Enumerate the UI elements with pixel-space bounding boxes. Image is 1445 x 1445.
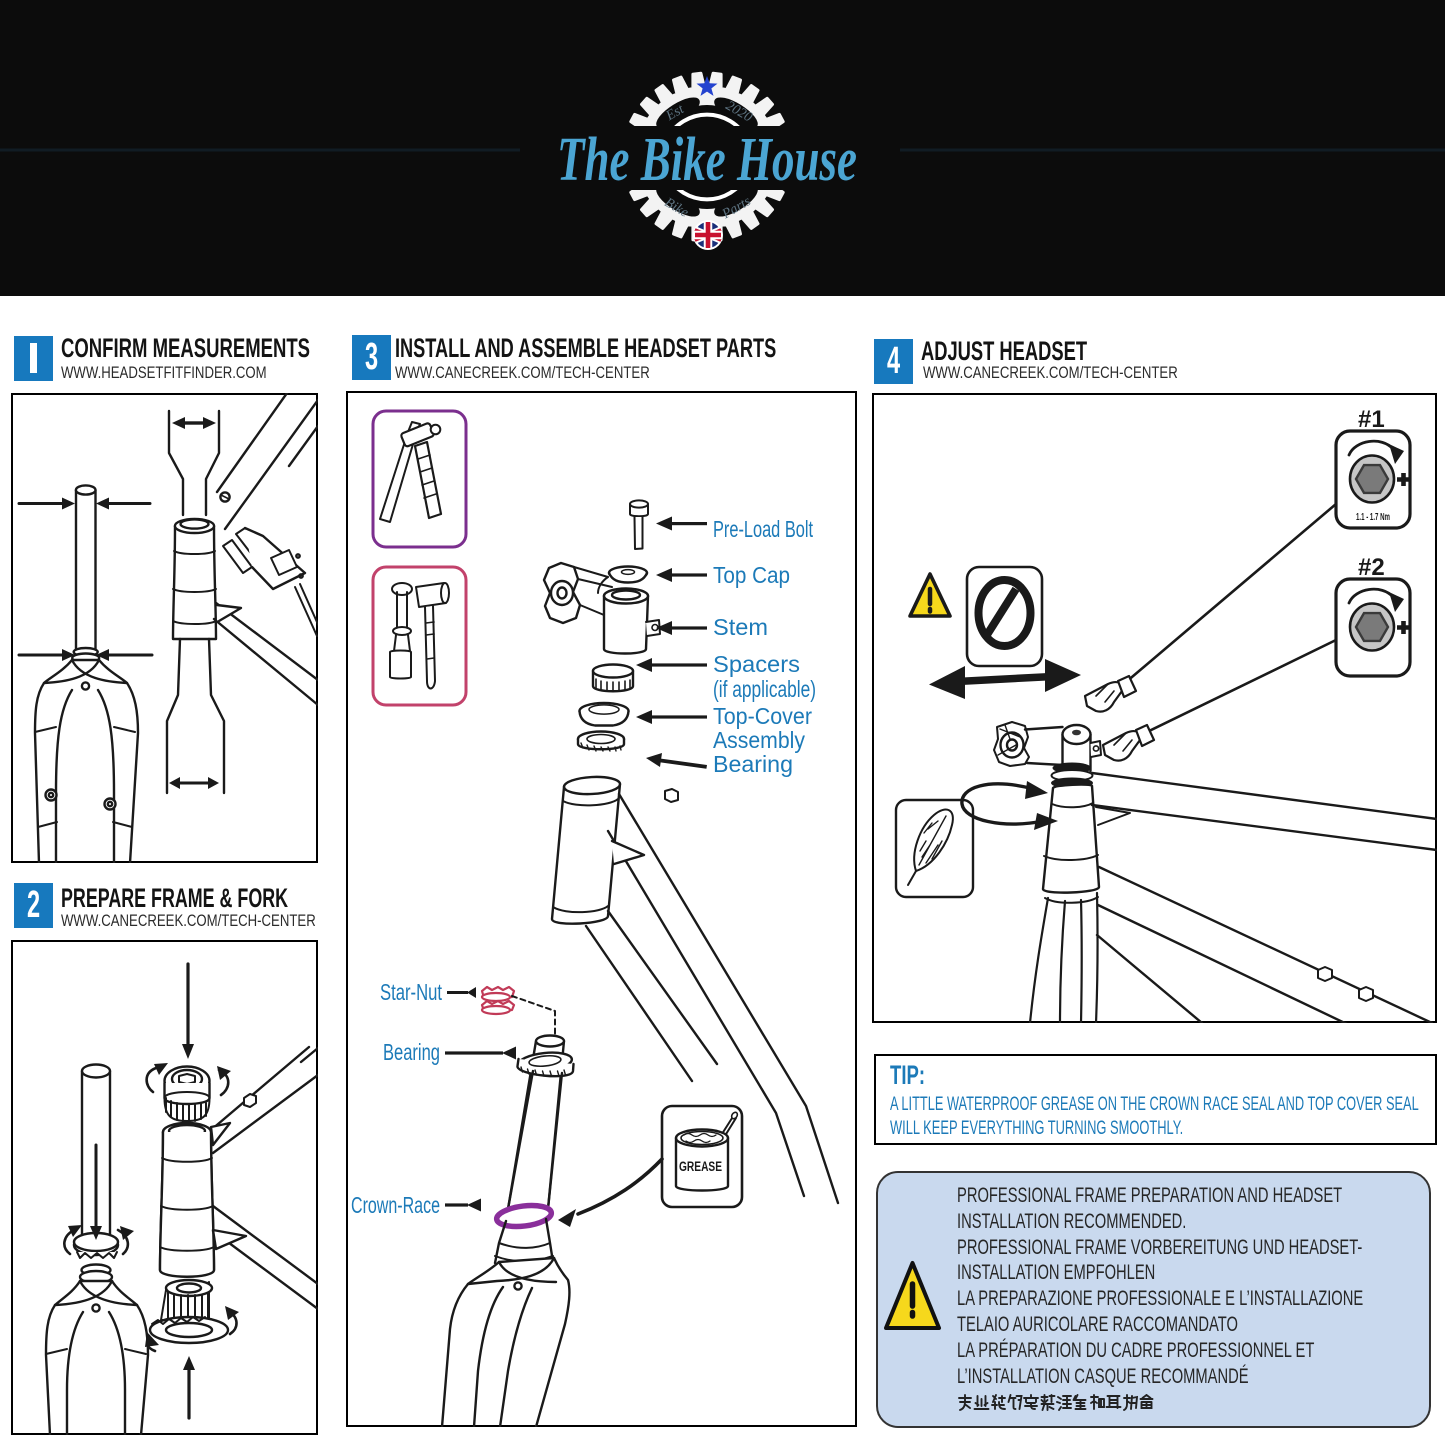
svg-text:Crown-Race: Crown-Race <box>351 1192 440 1218</box>
svg-text:Top-Cover: Top-Cover <box>713 703 812 729</box>
svg-text:Bearing: Bearing <box>713 751 793 777</box>
svg-text:Stem: Stem <box>713 614 768 640</box>
svg-text:Pre-Load Bolt: Pre-Load Bolt <box>713 516 813 542</box>
svg-text:Bearing: Bearing <box>383 1039 440 1065</box>
svg-text:Star-Nut: Star-Nut <box>380 979 442 1005</box>
svg-text:The Bike House: The Bike House <box>557 126 857 194</box>
svg-text:#2: #2 <box>1358 554 1385 581</box>
svg-text:Top Cap: Top Cap <box>713 562 790 588</box>
svg-text:GREASE: GREASE <box>679 1159 722 1174</box>
svg-text:#1: #1 <box>1358 406 1385 433</box>
svg-text:(if applicable): (if applicable) <box>713 676 816 702</box>
svg-text:1.1 - 1.7 Nm: 1.1 - 1.7 Nm <box>1356 511 1390 523</box>
svg-text:Spacers: Spacers <box>713 651 800 677</box>
svg-text:Assembly: Assembly <box>713 727 805 753</box>
